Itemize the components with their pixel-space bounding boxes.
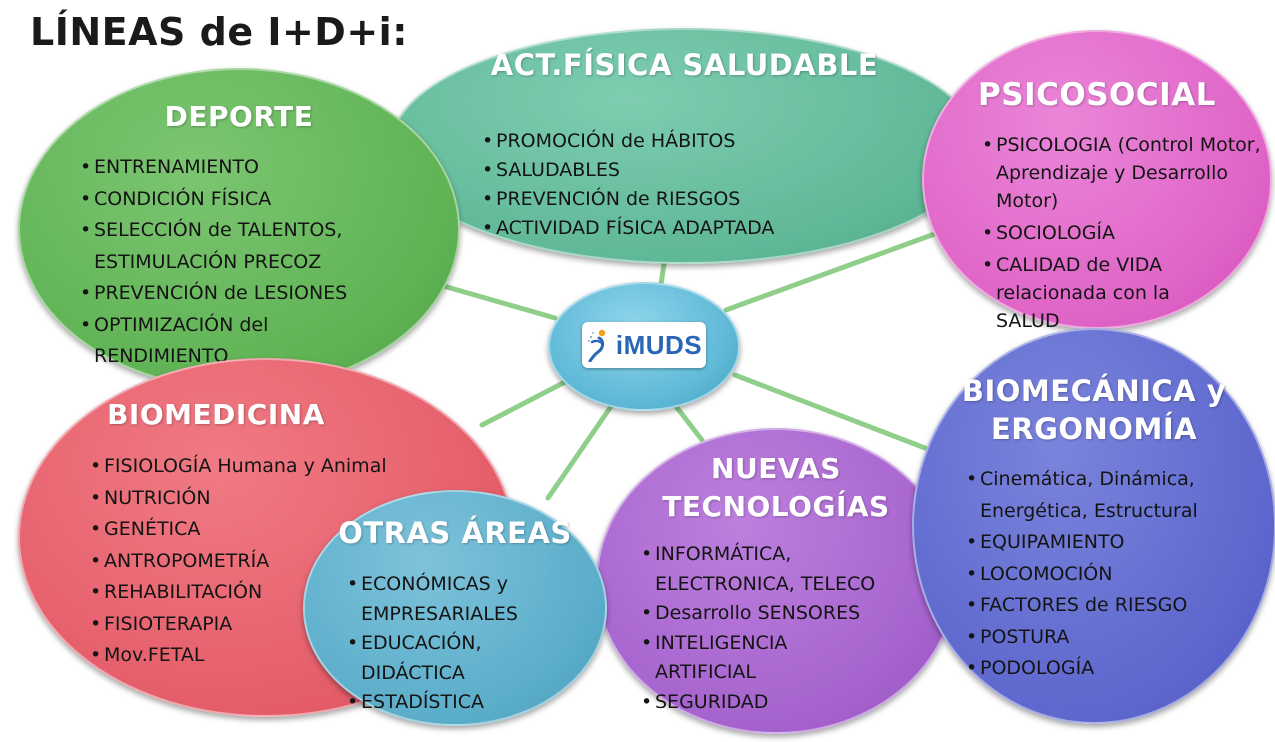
list-item: ACTIVIDAD FÍSICA ADAPTADA: [482, 214, 774, 243]
list-item: SEGURIDAD: [641, 688, 941, 718]
list-item: CALIDAD de VIDA relacionada con la SALUD: [982, 251, 1196, 335]
list-item: INTELIGENCIA ARTIFICIAL: [641, 629, 845, 688]
list-item: INFORMÁTICA, ELECTRONICA, TELECO: [641, 540, 925, 599]
list-item: NUTRICIÓN: [90, 483, 430, 515]
list-item: PODOLOGÍA: [966, 653, 1266, 685]
bubble-title: BIOMECÁNICA y ERGONOMÍA: [914, 372, 1274, 448]
bubble-item-list: ECONÓMICAS y EMPRESARIALES EDUCACIÓN, DI…: [347, 570, 597, 718]
bubble-item-list: PSICOLOGIA (Control Motor, Aprendizaje y…: [982, 131, 1262, 335]
connector-otras: [545, 402, 615, 501]
bubble-biomecanica-ergonomia: BIOMECÁNICA y ERGONOMÍA Cinemática, Diná…: [912, 328, 1275, 724]
bubble-otras-areas: OTRAS ÁREAS ECONÓMICAS y EMPRESARIALES E…: [303, 490, 607, 726]
list-item: PROMOCIÓN de HÁBITOS: [482, 127, 774, 156]
hub-bubble: iMUDS: [548, 282, 740, 411]
list-item: ANTROPOMETRÍA: [90, 546, 430, 578]
list-item: REHABILITACIÓN: [90, 577, 430, 609]
list-item: PREVENCIÓN de RIESGOS: [482, 185, 774, 214]
list-item: SELECCIÓN de TALENTOS, ESTIMULACIÓN PREC…: [80, 215, 394, 278]
list-item: LOCOMOCIÓN: [966, 559, 1266, 591]
list-item: Desarrollo SENSORES: [641, 599, 941, 629]
bubble-item-list: INFORMÁTICA, ELECTRONICA, TELECO Desarro…: [641, 540, 941, 717]
bubble-title-line: TECNOLOGÍAS: [662, 490, 890, 523]
list-item: ECONÓMICAS y EMPRESARIALES: [347, 570, 561, 629]
bubble-title: PSICOSOCIAL: [978, 77, 1216, 113]
list-item: CONDICIÓN FÍSICA: [80, 184, 420, 216]
bubble-nuevas-tecnologias: NUEVAS TECNOLOGÍAS INFORMÁTICA, ELECTRON…: [596, 428, 956, 734]
bubble-psicosocial: PSICOSOCIAL PSICOLOGIA (Control Motor, A…: [922, 30, 1272, 332]
list-item: ENTRENAMIENTO: [80, 152, 420, 184]
bubble-title-line: BIOMECÁNICA y: [961, 374, 1227, 408]
bubble-item-list: ENTRENAMIENTO CONDICIÓN FÍSICA SELECCIÓN…: [80, 152, 420, 373]
bubble-title: NUEVAS TECNOLOGÍAS: [598, 450, 954, 526]
bubble-deporte: DEPORTE ENTRENAMIENTO CONDICIÓN FÍSICA S…: [18, 68, 460, 390]
list-item: FISIOTERAPIA: [90, 609, 430, 641]
list-item: PREVENCIÓN de LESIONES: [80, 278, 420, 310]
list-item: EDUCACIÓN, DIDÁCTICA: [347, 629, 511, 688]
list-item: GENÉTICA: [90, 514, 430, 546]
bubble-item-list: PROMOCIÓN de HÁBITOS SALUDABLES PREVENCI…: [482, 127, 774, 243]
connector-psicosocial: [723, 229, 943, 313]
connector-biomecanica: [732, 372, 928, 451]
list-item: ESTADÍSTICA: [347, 688, 597, 718]
bubble-title: BIOMEDICINA: [107, 398, 325, 431]
list-item: EQUIPAMIENTO: [966, 527, 1266, 559]
connector-deporte: [437, 282, 558, 321]
list-item: FISIOLOGÍA Humana y Animal: [90, 451, 430, 483]
imuds-logo-text: iMUDS: [615, 329, 703, 360]
list-item: OPTIMIZACIÓN del RENDIMIENTO: [80, 310, 324, 373]
list-item: SOCIOLOGÍA: [982, 219, 1262, 247]
connector-biomedicina: [479, 379, 568, 428]
bubble-title: DEPORTE: [164, 100, 314, 133]
list-item: Cinemática, Dinámica, Energética, Estruc…: [966, 464, 1240, 527]
list-item: FACTORES de RIESGO: [966, 590, 1266, 622]
bubble-item-list: FISIOLOGÍA Humana y Animal NUTRICIÓN GEN…: [90, 451, 430, 672]
bubble-act-fisica-saludable: ACT.FÍSICA SALUDABLE PROMOCIÓN de HÁBITO…: [390, 28, 979, 264]
bubble-title: ACT.FÍSICA SALUDABLE: [490, 48, 879, 82]
list-item: POSTURA: [966, 622, 1266, 654]
list-item: PSICOLOGIA (Control Motor, Aprendizaje y…: [982, 131, 1262, 215]
bubble-title: OTRAS ÁREAS: [338, 516, 572, 550]
list-item-continued: SALUDABLES: [482, 156, 774, 185]
imuds-logo: iMUDS: [582, 322, 706, 368]
bubble-title-line: ERGONOMÍA: [990, 412, 1198, 446]
page-title: LÍNEAS de I+D+i:: [30, 10, 408, 54]
bubble-item-list: Cinemática, Dinámica, Energética, Estruc…: [966, 464, 1266, 685]
list-item: Mov.FETAL: [90, 640, 430, 672]
runner-logo-icon: [587, 329, 606, 362]
connector-nuevas: [672, 402, 705, 443]
bubble-title-line: NUEVAS: [711, 452, 841, 485]
